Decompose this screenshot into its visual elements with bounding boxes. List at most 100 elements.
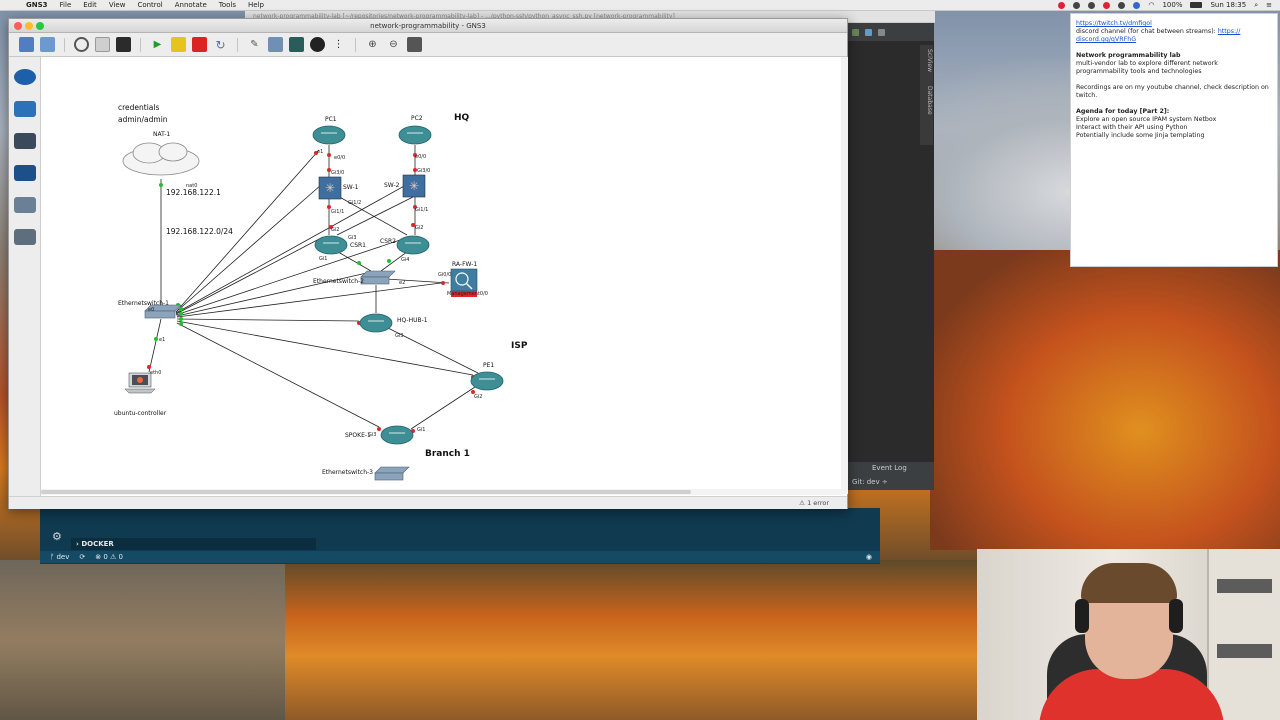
docker-section[interactable]: › DOCKER [71, 538, 316, 550]
menu-edit[interactable]: Edit [83, 1, 97, 9]
status-icon[interactable] [1103, 1, 1111, 9]
zone-hq-label[interactable]: HQ [454, 113, 470, 123]
node-eth2-label[interactable]: Ethernetswitch-2 [313, 278, 364, 285]
close-button[interactable] [14, 22, 22, 30]
console-icon[interactable] [116, 37, 131, 52]
search-icon[interactable]: ⌕ [1254, 0, 1259, 9]
horizontal-scrollbar[interactable] [41, 489, 841, 495]
router-icon[interactable] [14, 69, 36, 85]
problems-indicator[interactable]: ⊗ 0 ⚠ 0 [95, 553, 123, 561]
open-folder-icon[interactable] [19, 37, 34, 52]
minimize-button[interactable] [25, 22, 33, 30]
node-eth3-label[interactable]: Ethernetswitch-3 [322, 469, 373, 476]
topology-canvas[interactable]: ✳ ✳ [41, 57, 841, 494]
reload-icon[interactable]: ↻ [215, 37, 226, 52]
switch-icon[interactable] [14, 101, 36, 117]
zone-branch-label[interactable]: Branch 1 [425, 449, 470, 459]
add-note-icon[interactable]: ✎ [250, 39, 259, 50]
save-folder-icon[interactable] [40, 37, 55, 52]
draw-rectangle-icon[interactable] [289, 37, 304, 52]
twitch-link[interactable]: https://twitch.tv/dmfigol [1076, 20, 1152, 27]
subnet-net-label[interactable]: 192.168.122.0/24 [166, 227, 233, 236]
port-label: Gi2 [474, 394, 483, 400]
git-branch[interactable]: Git: dev ÷ [852, 478, 888, 486]
node-pc1-label[interactable]: PC1 [325, 116, 337, 123]
security-device-icon[interactable] [14, 165, 36, 181]
more-icon[interactable]: ⋮ [333, 39, 344, 50]
notes-panel: https://twitch.tv/dmfigol discord channe… [1070, 13, 1278, 267]
ide-editor[interactable] [846, 23, 934, 490]
error-count: 1 error [807, 499, 829, 507]
node-eth1-label[interactable]: Ethernetswitch-1 [118, 300, 169, 307]
gear-icon[interactable]: ⚙ [52, 530, 62, 543]
menubar-app-name[interactable]: GNS3 [26, 1, 48, 9]
menu-annotate[interactable]: Annotate [174, 1, 207, 9]
warnings-count: 0 [118, 553, 123, 561]
stop-all-icon[interactable] [192, 37, 207, 52]
gns3-window-title: network-programmability - GNS3 [370, 22, 486, 30]
scroll-thumb[interactable] [41, 490, 691, 494]
zoom-out-icon[interactable]: ⊖ [389, 39, 398, 50]
node-spoke-label[interactable]: SPOKE-1 [345, 432, 371, 439]
tab-database[interactable]: Database [926, 85, 933, 115]
status-icon[interactable] [1133, 1, 1141, 9]
battery-icon[interactable] [1190, 2, 1203, 8]
zoom-button[interactable] [36, 22, 44, 30]
node-hqhub-label[interactable]: HQ-HUB-1 [397, 317, 428, 324]
notes-desc: multi-vendor lab to explore different ne… [1076, 60, 1218, 75]
vcs-history-icon[interactable] [878, 28, 885, 36]
menu-list-icon[interactable]: ≡ [1266, 1, 1272, 9]
add-link-icon[interactable] [14, 229, 36, 245]
all-devices-icon[interactable] [14, 197, 36, 213]
node-ubuntu-label[interactable]: ubuntu-controller [114, 410, 167, 417]
menu-view[interactable]: View [108, 1, 126, 9]
suspend-all-icon[interactable] [171, 37, 186, 52]
discord-link-b[interactable]: discord.gg/qVRFhG [1076, 36, 1137, 43]
recording-icon[interactable] [1058, 1, 1066, 9]
node-rafw-label[interactable]: RA-FW-1 [452, 261, 478, 268]
node-csr1-label[interactable]: CSR1 [350, 242, 366, 249]
bell-icon[interactable]: ◉ [865, 553, 872, 561]
status-icon[interactable] [1118, 1, 1126, 9]
status-icon[interactable] [1073, 1, 1081, 9]
draw-ellipse-icon[interactable] [310, 37, 325, 52]
end-device-icon[interactable] [14, 133, 36, 149]
show-interfaces-icon[interactable] [95, 37, 110, 52]
node-nat-label[interactable]: NAT-1 [153, 131, 171, 138]
node-sw2-label[interactable]: SW-2 [384, 182, 400, 189]
snapshot-icon[interactable] [74, 37, 89, 52]
svg-text:✳: ✳ [409, 179, 419, 193]
wifi-icon[interactable]: ◠ [1148, 1, 1155, 9]
credentials-value[interactable]: admin/admin [118, 115, 168, 124]
branch-indicator[interactable]: ᚠ dev [50, 553, 70, 561]
screenshot-icon[interactable] [407, 37, 422, 52]
menu-control[interactable]: Control [137, 1, 163, 9]
status-icon[interactable] [1088, 1, 1096, 9]
event-log-button[interactable]: Event Log [872, 464, 907, 472]
menu-help[interactable]: Help [248, 1, 264, 9]
discord-link-a[interactable]: https:// [1217, 28, 1241, 35]
port-label: Gi3 [368, 432, 377, 438]
vcs-update-icon[interactable] [852, 28, 859, 36]
node-pe1-label[interactable]: PE1 [483, 362, 495, 369]
clock[interactable]: Sun 18:35 [1210, 1, 1247, 9]
vcs-commit-icon[interactable] [865, 28, 872, 36]
insert-picture-icon[interactable] [268, 37, 283, 52]
menu-file[interactable]: File [59, 1, 72, 9]
start-all-icon[interactable]: ▶ [153, 39, 162, 50]
gns3-toolbar: ▶ ↻ ✎ ⋮ ⊕ ⊖ [9, 33, 847, 57]
node-csr2-label[interactable]: CSR2 [380, 238, 396, 245]
error-indicator[interactable]: ⚠ 1 error [799, 499, 829, 507]
gns3-titlebar[interactable]: network-programmability - GNS3 [9, 19, 847, 33]
credentials-label[interactable]: credentials [118, 103, 160, 112]
tab-sciview[interactable]: SciView [926, 49, 933, 73]
vertical-scrollbar[interactable] [841, 57, 848, 494]
sync-icon[interactable]: ⟳ [79, 553, 86, 561]
port-label: Gi3/0 [331, 170, 345, 176]
zoom-in-icon[interactable]: ⊕ [368, 39, 377, 50]
zone-isp-label[interactable]: ISP [511, 341, 528, 351]
subnet-ip-label[interactable]: 192.168.122.1 [166, 188, 221, 197]
menu-tools[interactable]: Tools [218, 1, 237, 9]
node-sw1-label[interactable]: SW-1 [343, 184, 359, 191]
node-pc2-label[interactable]: PC2 [411, 115, 423, 122]
